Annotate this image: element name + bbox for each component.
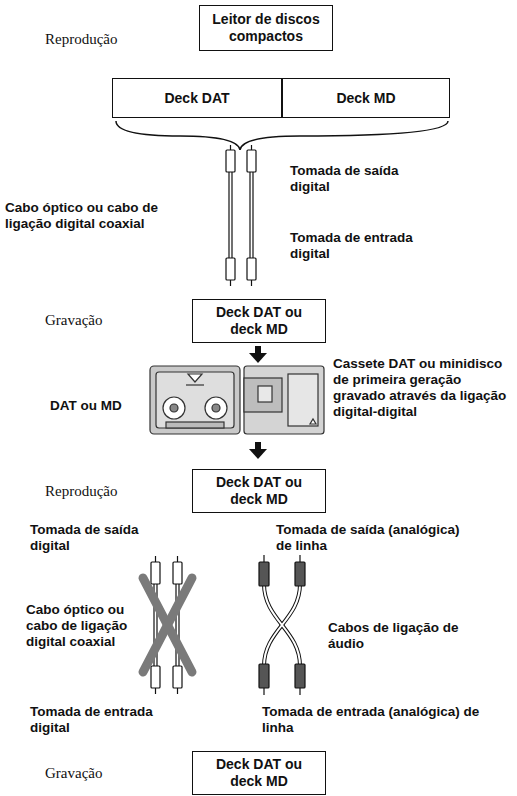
cross-mark <box>143 578 192 672</box>
box-label: Deck DAT <box>164 90 229 107</box>
brace <box>116 121 448 150</box>
box-label: Deck DAT ou deck MD <box>199 756 319 790</box>
device-box: Deck DAT ou deck MD <box>192 299 326 343</box>
callout-label: DAT ou MD <box>50 398 145 414</box>
callout-label: Tomada de entrada digital <box>30 704 195 736</box>
device-box: Deck DAT <box>112 78 282 118</box>
device-box: Deck DAT ou deck MD <box>192 469 326 513</box>
callout-label: Cabos de ligação de áudio <box>328 620 478 652</box>
stage-label: Gravação <box>45 311 165 329</box>
callout-label: Tomada de entrada (analógica) de linha <box>262 704 512 736</box>
minidisc <box>244 366 324 434</box>
callout-label: Tomada de entrada digital <box>290 230 455 262</box>
dat-cassette <box>150 366 240 434</box>
callout-label: Cabo óptico ou cabo de ligação digital c… <box>26 602 138 650</box>
stage-label: Reprodução <box>45 482 165 500</box>
box-label: Deck MD <box>336 90 395 107</box>
callout-label: Cabo óptico ou cabo de ligação digital c… <box>5 200 201 232</box>
box-label: Deck DAT ou deck MD <box>199 474 319 508</box>
box-label: Leitor de discos compactos <box>206 11 326 45</box>
device-box: Deck MD <box>282 78 450 118</box>
device-box: Deck DAT ou deck MD <box>192 751 326 795</box>
callout-label: Tomada de saída (analógica) de linha <box>276 522 466 554</box>
stage-label: Reprodução <box>45 30 165 48</box>
audio-cables <box>259 555 305 695</box>
callout-label: Tomada de saída digital <box>30 522 180 554</box>
box-label: Deck DAT ou deck MD <box>199 304 319 338</box>
callout-label: Tomada de saída digital <box>290 163 440 195</box>
stage-label: Gravação <box>45 764 165 782</box>
device-box: Leitor de discos compactos <box>199 5 333 51</box>
digital-cable <box>226 145 256 286</box>
callout-label: Cassete DAT ou minidisco de primeira ger… <box>333 356 511 420</box>
